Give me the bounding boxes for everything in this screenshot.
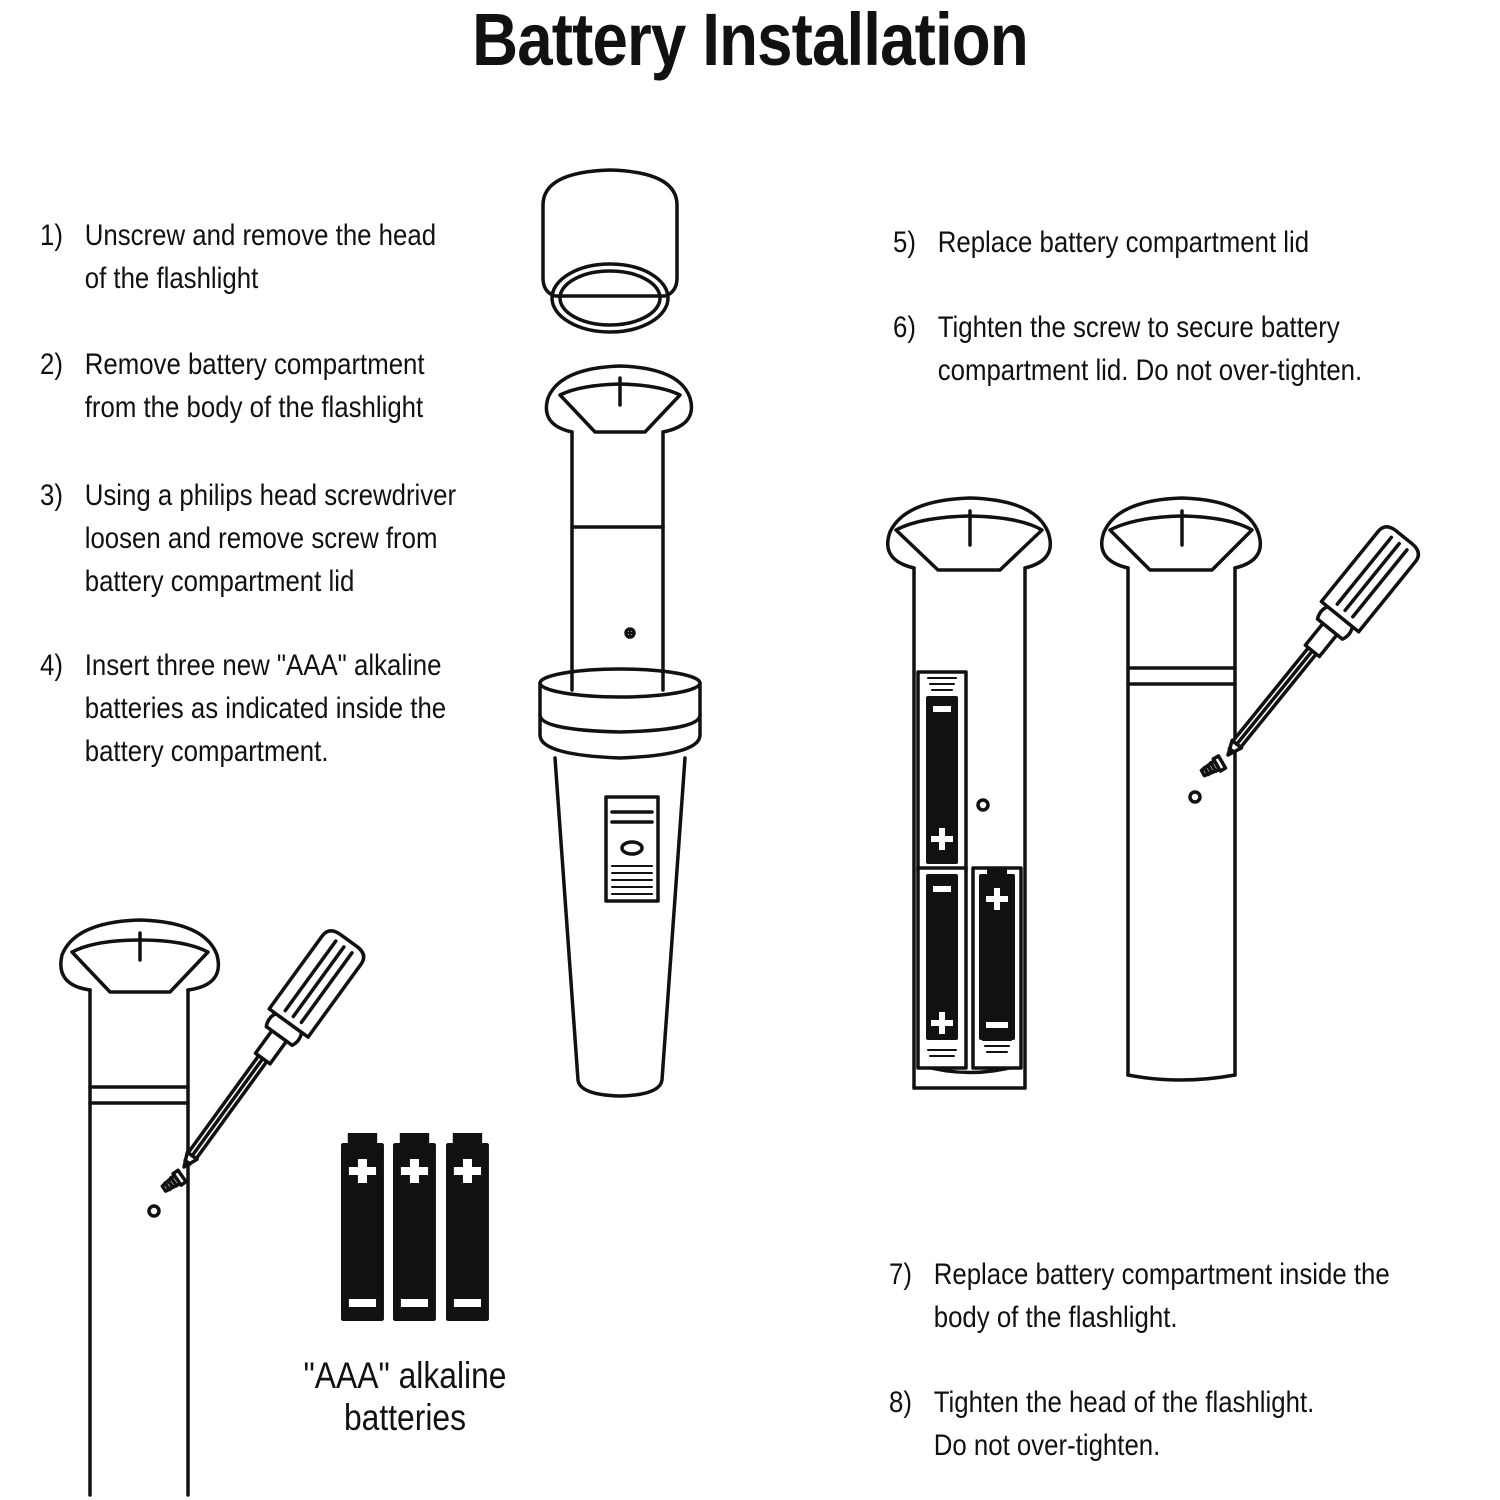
step-7-line-2: body of the flashlight. [933, 1301, 1178, 1334]
battery-compartment-icon [886, 496, 1053, 1090]
step-7-number: 7) [889, 1258, 912, 1291]
step-4-line-1: Insert three new "AAA" alkaline [84, 649, 442, 682]
page-title: Battery Installation [472, 0, 1029, 81]
step-3-number: 3) [40, 479, 63, 512]
step-3-line-1: Using a philips head screwdriver [84, 479, 457, 512]
screwdriver-icon [1207, 520, 1425, 772]
step-1-line-1: Unscrew and remove the head [84, 219, 437, 252]
step-4-number: 4) [40, 649, 63, 682]
step-5-line-1: Replace battery compartment lid [937, 226, 1310, 259]
step-2-line-2: from the body of the flashlight [84, 391, 424, 424]
aaa-battery-icon [979, 868, 1015, 1040]
step-1-number: 1) [40, 219, 63, 252]
flashlight-head-icon [541, 168, 679, 334]
battery-compartment-icon [544, 364, 694, 692]
aaa-battery-icon [926, 874, 958, 1040]
step-1-line-2: of the flashlight [84, 262, 259, 295]
battery-label: "AAA" alkaline batteries [276, 1355, 534, 1439]
flashlight-body-icon [538, 667, 702, 1098]
step-6-line-2: compartment lid. Do not over-tighten. [937, 354, 1363, 387]
step-8-line-1: Tighten the head of the flashlight. [933, 1386, 1315, 1419]
step-5-number: 5) [893, 226, 916, 259]
step-6-line-1: Tighten the screw to secure battery [937, 311, 1340, 344]
step-6-number: 6) [893, 311, 916, 344]
step-8-line-2: Do not over-tighten. [933, 1429, 1161, 1462]
step-3-line-3: battery compartment lid [84, 565, 355, 598]
step-4-line-2: batteries as indicated inside the [84, 692, 447, 725]
battery-compartment-icon [59, 918, 221, 1497]
screw-icon [158, 1168, 188, 1197]
battery-label-line-2: batteries [343, 1397, 467, 1438]
step-2-number: 2) [40, 348, 63, 381]
screw-icon [1197, 754, 1228, 781]
battery-compartment-icon [1100, 496, 1263, 1082]
aaa-battery-icon [393, 1133, 436, 1321]
step-2-line-1: Remove battery compartment [84, 348, 425, 381]
step-3-line-2: loosen and remove screw from [84, 522, 438, 555]
battery-label-line-1: "AAA" alkaline [303, 1355, 507, 1396]
aaa-battery-icon [926, 696, 958, 864]
step-8-number: 8) [889, 1386, 912, 1419]
aaa-battery-icon [341, 1133, 384, 1321]
step-7-line-1: Replace battery compartment inside the [933, 1258, 1390, 1291]
step-4-line-3: battery compartment. [84, 735, 329, 768]
aaa-battery-icon [446, 1133, 489, 1321]
